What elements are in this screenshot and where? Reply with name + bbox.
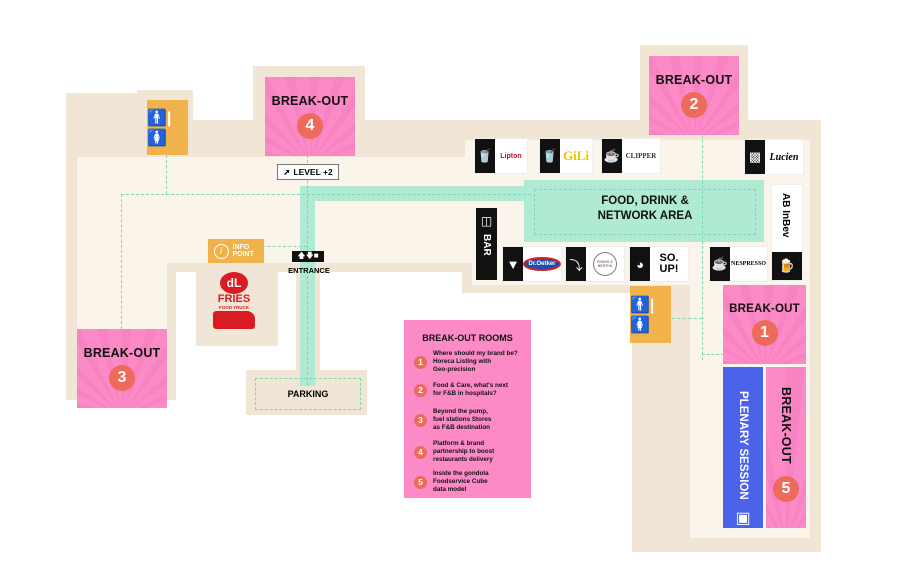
room-number-badge: 3 — [109, 365, 135, 391]
breakout-room-4[interactable]: BREAK-OUT 4 — [265, 77, 355, 156]
parking-area[interactable]: PARKING — [255, 378, 361, 410]
level-up-sign[interactable]: ➚ LEVEL +2 — [277, 164, 339, 180]
coffee-cup-icon: ☕ — [602, 139, 622, 173]
legend-title: BREAK-OUT ROOMS — [422, 333, 513, 343]
restroom[interactable]: 🚹|🚺 — [147, 100, 188, 155]
legend-number: 1 — [414, 355, 427, 369]
corridor-floor — [77, 250, 167, 330]
route-line — [702, 105, 703, 360]
brand-tile-lipton[interactable]: 🥤 Lipton — [475, 139, 527, 173]
sauce-icon: ⤵ — [566, 247, 586, 281]
brand-tile-droetker[interactable]: ▼ Dr.Oetker — [503, 247, 561, 281]
restroom-icon: 🚹|🚺 — [630, 296, 655, 334]
brand-name: FRANS & BERTHA — [593, 252, 617, 276]
soup-icon: ◕ — [630, 247, 650, 281]
pizza-icon: ▼ — [503, 247, 523, 281]
legend-item: 2 Food & Care, what's next for F&B in ho… — [414, 382, 525, 398]
legend-text: Platform & brand partnership to boost re… — [433, 440, 495, 463]
food-truck-subtitle: FOOD TRUCK — [219, 305, 249, 310]
restroom[interactable]: 🚹|🚺 — [630, 286, 671, 343]
drink-icon: 🥤 — [540, 139, 560, 173]
food-truck-title: FRIES — [217, 293, 251, 305]
snack-icon: ▩ — [745, 140, 765, 174]
breakout-room-5[interactable]: BREAK-OUT 5 — [766, 367, 806, 528]
fries-food-truck[interactable]: dL FRIES FOOD TRUCK — [210, 272, 258, 338]
legend-number: 2 — [414, 383, 427, 397]
walkway — [300, 186, 540, 201]
plenary-session-room[interactable]: PLENARY SESSION ▣ — [723, 367, 763, 528]
brand-logo: Lipton — [500, 152, 522, 160]
brand-tile-abinbev[interactable]: AB InBev 🍺 — [772, 185, 802, 280]
brand-tile-nespresso[interactable]: ☕ NESPRESSO — [710, 247, 767, 281]
brand-logo: Lucien — [769, 151, 799, 163]
legend-text: Beyond the pump, fuel stations Stores as… — [433, 408, 492, 431]
info-point-label: INFO POINT — [232, 244, 254, 258]
parking-label: PARKING — [287, 389, 329, 399]
info-point[interactable]: i INFO POINT — [208, 239, 264, 263]
legend-item: 1 Where should my brand be? Horeca Listi… — [414, 350, 525, 374]
brand-tile-so-up[interactable]: ◕ SO. UP! — [630, 247, 688, 281]
room-number-badge: 1 — [751, 320, 778, 346]
bar-label: BAR — [481, 234, 492, 256]
legend-item: 4 Platform & brand partnership to boost … — [414, 440, 525, 464]
route-line — [121, 194, 122, 329]
legend-text: Where should my brand be? Horeca Listing… — [433, 350, 518, 373]
room-title: BREAK-OUT — [655, 73, 733, 87]
legend-number: 4 — [414, 445, 427, 459]
brand-logo: Dr.Oetker — [523, 247, 561, 281]
room-title: BREAK-OUT — [729, 303, 800, 315]
legend-item: 5 Inside the gondola Foodservice Cube da… — [414, 470, 525, 494]
brand-logo: SO. UP! — [659, 252, 679, 275]
food-area-outline — [534, 189, 756, 235]
brand-name: Dr.Oetker — [523, 257, 561, 271]
route-line — [166, 155, 167, 194]
entrance-sign-icons: 🡅🡇■ — [292, 251, 324, 262]
legend-text: Inside the gondola Foodservice Cube data… — [433, 470, 489, 493]
route-line — [672, 318, 702, 319]
room-number-badge: 5 — [773, 475, 799, 502]
route-line — [702, 354, 724, 355]
dl-logo: dL — [220, 272, 248, 294]
breakout-rooms-legend: BREAK-OUT ROOMS 1 Where should my brand … — [404, 320, 531, 498]
coffee-cup-icon: ☕ — [710, 247, 730, 281]
breakout-room-2[interactable]: BREAK-OUT 2 — [649, 56, 739, 135]
plenary-label: PLENARY SESSION — [737, 391, 749, 500]
legend-text: Food & Care, what's next for F&B in hosp… — [433, 382, 508, 397]
food-drink-area — [524, 180, 764, 242]
legend-item: 3 Beyond the pump, fuel stations Stores … — [414, 408, 525, 432]
info-icon: i — [213, 243, 229, 259]
brand-logo: GiLi — [562, 148, 589, 163]
route-line — [121, 194, 531, 195]
brand-logo: AB InBev — [780, 193, 791, 238]
breakout-room-1[interactable]: BREAK-OUT 1 — [723, 285, 806, 364]
brand-tile-lucien[interactable]: ▩ Lucien — [745, 140, 803, 174]
brand-tile-clipper[interactable]: ☕ CLIPPER — [602, 139, 660, 173]
brand-logo: NESPRESSO — [730, 261, 766, 267]
restroom-icon: 🚹|🚺 — [147, 109, 172, 147]
brand-logo: CLIPPER — [625, 152, 657, 160]
level-label: LEVEL +2 — [293, 167, 333, 177]
presentation-screen-icon: ▣ — [735, 509, 751, 527]
route-line — [262, 246, 307, 247]
room-title: BREAK-OUT — [271, 94, 349, 108]
breakout-room-3[interactable]: BREAK-OUT 3 — [77, 329, 167, 408]
room-title: BREAK-OUT — [779, 387, 793, 464]
route-line — [307, 155, 308, 385]
room-number-badge: 4 — [297, 113, 323, 139]
legend-number: 5 — [414, 475, 427, 489]
food-drink-label: FOOD, DRINK & NETWORK AREA — [597, 195, 693, 222]
beer-icon: 🍺 — [772, 252, 802, 280]
glass-icon: ◫ — [480, 214, 493, 228]
brand-tile-gili[interactable]: 🥤 GiLi — [540, 139, 592, 173]
drink-icon: 🥤 — [475, 139, 495, 173]
bar-sign[interactable]: ◫ BAR — [476, 208, 497, 280]
legend-number: 3 — [414, 413, 427, 427]
brand-logo: FRANS & BERTHA — [586, 247, 624, 281]
room-title: BREAK-OUT — [83, 346, 161, 360]
entrance-label: ENTRANCE — [288, 266, 330, 275]
brand-tile-frans-bertha[interactable]: ⤵ FRANS & BERTHA — [566, 247, 624, 281]
room-number-badge: 2 — [681, 92, 707, 118]
food-truck-icon — [213, 311, 255, 329]
stairs-icon: ➚ — [283, 166, 291, 177]
